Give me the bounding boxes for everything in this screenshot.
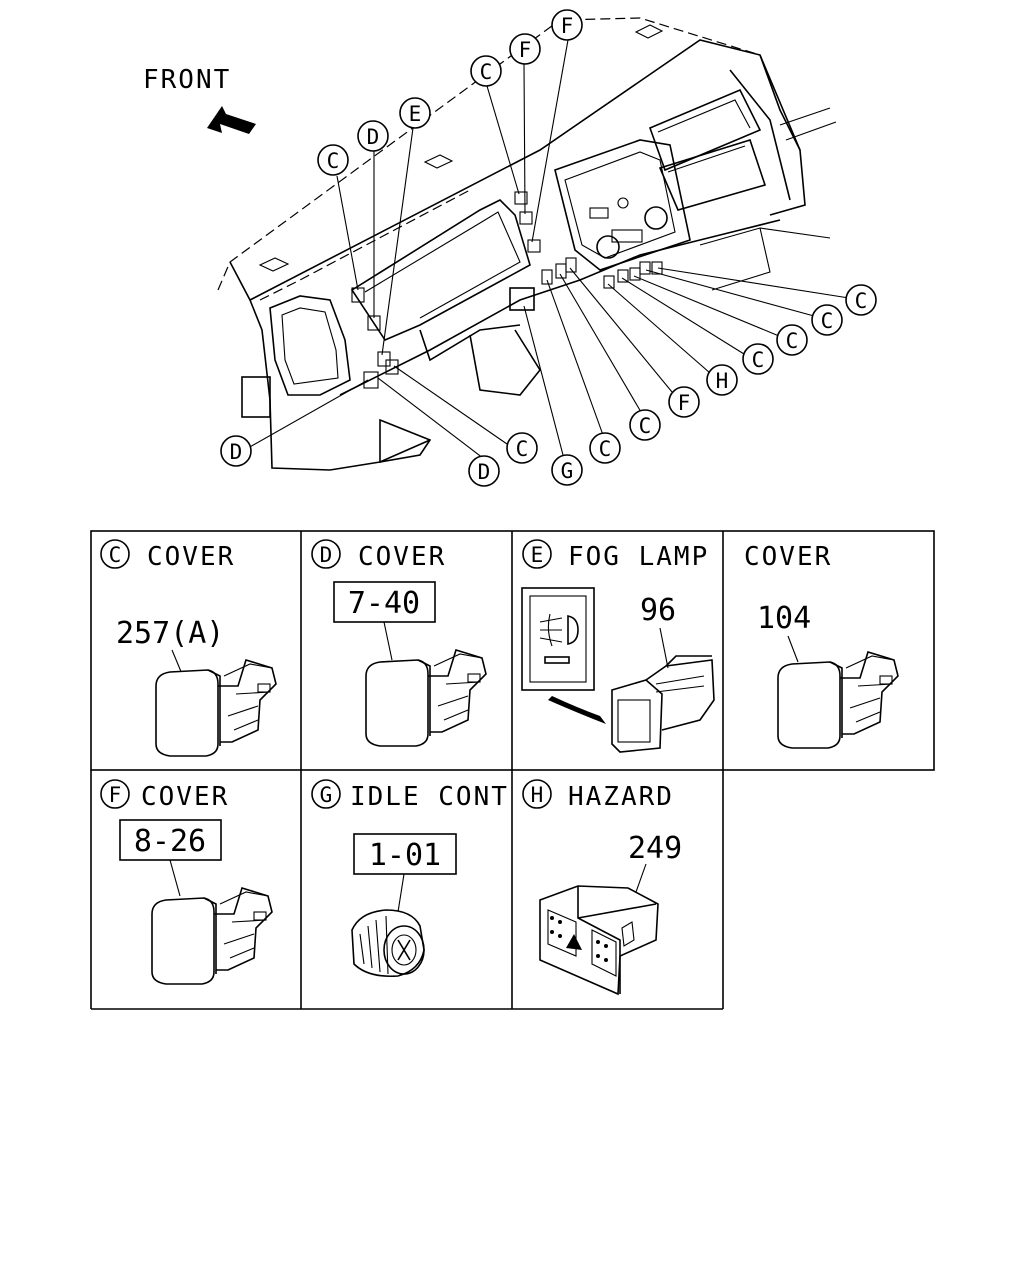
callout-d: D: [468, 455, 500, 487]
callout-c: C: [742, 343, 774, 375]
panel-f-cover: F COVER 8-26: [100, 779, 273, 985]
callout-f: F: [551, 9, 583, 41]
callout-c: C: [776, 324, 808, 356]
callout-f: F: [509, 33, 541, 65]
svg-text:C: C: [821, 309, 834, 333]
svg-text:C: C: [599, 437, 612, 461]
panel-cover-104: COVER 104: [744, 542, 899, 749]
parts-table: [90, 530, 935, 1010]
svg-text:C: C: [786, 329, 799, 353]
svg-text:COVER: COVER: [147, 542, 235, 572]
callout-g: G: [551, 454, 583, 486]
callout-c: C: [506, 432, 538, 464]
fog-lamp-symbol-icon: [521, 587, 595, 691]
front-arrow-icon: [207, 106, 256, 134]
part-number: 257(A): [116, 616, 224, 651]
fog-lamp-switch-icon: [611, 655, 715, 753]
svg-text:G: G: [561, 459, 574, 483]
panel-c-cover: C COVER 257(A): [100, 539, 277, 757]
svg-text:D: D: [367, 125, 380, 149]
part-number: 1-01: [369, 838, 441, 873]
idle-control-knob-icon: [351, 909, 425, 978]
panel-g-idle-cont: G IDLE CONT 1-01: [311, 779, 509, 978]
callout-c: C: [589, 432, 621, 464]
svg-text:COVER: COVER: [744, 542, 832, 572]
switch-cover-icon: [155, 659, 277, 757]
part-number: 249: [628, 831, 682, 866]
callout-d: D: [357, 120, 389, 152]
panel-e-fog-lamp: E FOG LAMP 96: [521, 539, 715, 753]
svg-text:F: F: [678, 391, 691, 415]
callout-f: F: [668, 386, 700, 418]
svg-text:H: H: [531, 783, 544, 807]
callout-c: C: [845, 284, 877, 316]
callout-c: C: [629, 409, 661, 441]
svg-text:G: G: [320, 783, 333, 807]
panel-d-cover: D COVER 7-40: [311, 539, 487, 747]
callout-c: C: [470, 55, 502, 87]
svg-text:C: C: [855, 289, 868, 313]
panel-h-hazard: H HAZARD 249: [522, 779, 682, 996]
switch-cover-icon: [365, 649, 487, 747]
svg-text:D: D: [320, 543, 333, 567]
svg-text:C: C: [516, 437, 529, 461]
part-number: 8-26: [134, 824, 206, 859]
front-label: FRONT: [143, 65, 231, 95]
svg-text:D: D: [230, 440, 243, 464]
svg-text:C: C: [480, 60, 493, 84]
svg-text:H: H: [716, 369, 729, 393]
svg-text:C: C: [639, 414, 652, 438]
callout-c: C: [317, 144, 349, 176]
callout-h: H: [706, 364, 738, 396]
svg-text:COVER: COVER: [141, 782, 229, 812]
callout-markers: C D E C F F D D C G C C F H C C C C: [220, 9, 877, 487]
svg-text:C: C: [327, 149, 340, 173]
svg-text:F: F: [109, 783, 122, 807]
part-number: 104: [757, 601, 811, 636]
svg-text:E: E: [531, 543, 544, 567]
hazard-switch-icon: [539, 885, 659, 996]
svg-text:E: E: [409, 102, 422, 126]
switch-cover-icon: [777, 651, 899, 749]
svg-text:F: F: [519, 38, 532, 62]
svg-text:COVER: COVER: [358, 542, 446, 572]
dashboard-illustration: [217, 17, 837, 471]
svg-text:D: D: [478, 460, 491, 484]
callout-c: C: [811, 304, 843, 336]
callout-d: D: [220, 435, 252, 467]
leader-lines: [247, 39, 850, 459]
part-number: 96: [640, 593, 676, 628]
svg-text:HAZARD: HAZARD: [568, 782, 674, 812]
svg-text:IDLE CONT: IDLE CONT: [350, 782, 509, 812]
svg-text:FOG LAMP: FOG LAMP: [568, 542, 709, 572]
switch-cover-icon: [151, 887, 273, 985]
svg-text:C: C: [109, 543, 122, 567]
callout-e: E: [399, 97, 431, 129]
part-number: 7-40: [348, 586, 420, 621]
svg-text:C: C: [752, 348, 765, 372]
svg-text:F: F: [561, 14, 574, 38]
